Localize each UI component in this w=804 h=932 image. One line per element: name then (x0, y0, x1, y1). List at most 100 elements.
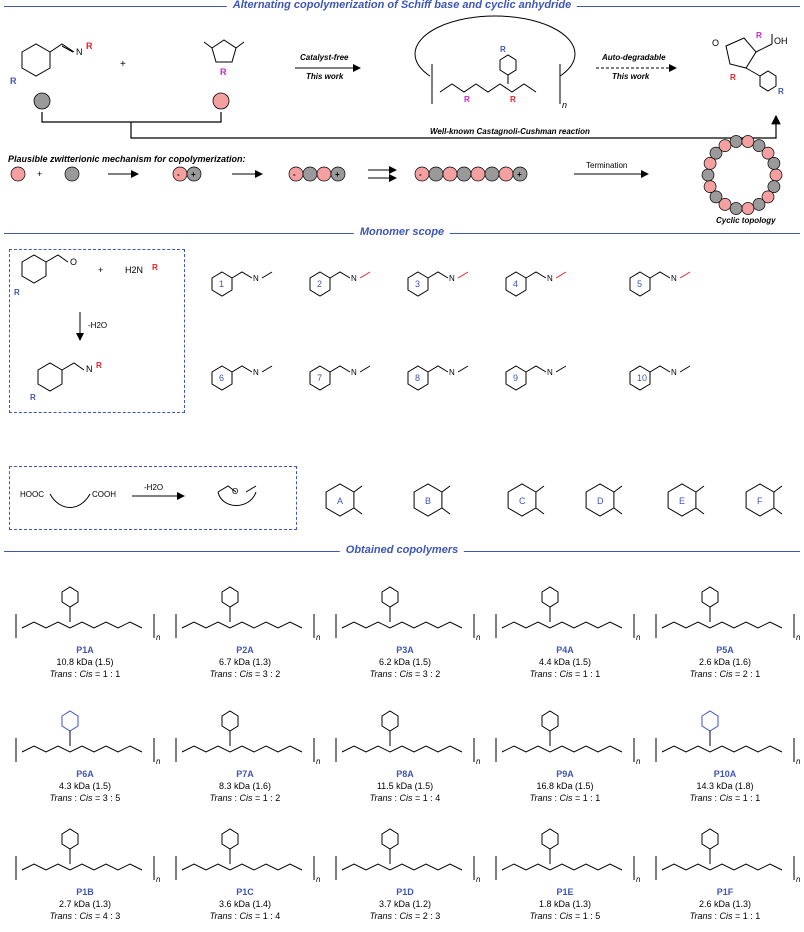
ring-bead (718, 198, 732, 211)
imine-1: 1N (211, 271, 273, 297)
lactam-oh: OH (774, 36, 788, 46)
svg-text:-: - (293, 170, 296, 179)
mech-anhydride (10, 166, 26, 182)
zwitterion-1b (186, 166, 202, 182)
repeat-n: n (316, 757, 320, 766)
ring-bead (709, 146, 723, 160)
amine-label: H2N (125, 265, 143, 275)
copolymer-structure: n (495, 828, 641, 884)
imine-8: 8N (407, 365, 469, 391)
copolymer-P2A: nP2A6.7 kDa (1.3)Trans : Cis = 3 : 2 (170, 580, 321, 679)
charge-labels: - + - + - + (177, 170, 522, 179)
copolymer-name: P5A (716, 645, 734, 655)
repeat-n: n (636, 633, 640, 642)
ring-bead (767, 180, 781, 193)
imine-2: 2N (309, 271, 371, 297)
imine-n-atom: N (351, 368, 357, 377)
reaction-scheme: N R R + R Catalyst-free This work n R R … (8, 15, 788, 517)
copolymer-name: P1C (236, 887, 254, 897)
ring-bead (729, 135, 743, 148)
atom-n: N (76, 47, 83, 57)
copolymer-P10A: nP10A14.3 kDa (1.8)Trans : Cis = 1 : 1 (650, 704, 801, 803)
copolymer-P1E: nP1E 1.8 kDa (1.3) Trans : Cis = 1 : 5 (490, 822, 641, 921)
trans-cis-ratio: Trans : Cis = 1 : 1 (529, 669, 601, 679)
anhydride-E: E (667, 483, 705, 517)
generic-anhydride (217, 485, 257, 506)
ring-bead (701, 168, 715, 182)
copolymer-name: P1B (76, 887, 94, 897)
copolymer-caption: P1C 3.6 kDa (1.4) Trans : Cis = 1 : 4 (170, 886, 320, 922)
molecular-weight: 1.8 kDa (1.3) (538, 899, 592, 909)
zwitterion-chain-long (414, 166, 528, 182)
trans-cis-ratio: Trans : Cis = 3 : 5 (49, 793, 121, 803)
imine-number: 8 (415, 373, 420, 383)
cyclic-topology-label: Cyclic topology (716, 216, 776, 225)
svg-text:+: + (517, 170, 522, 179)
ring-bead (741, 202, 755, 215)
ring-bead (761, 146, 775, 160)
imine-number: 1 (219, 279, 224, 289)
molecular-weight: 8.3 kDa (1.6) (218, 781, 272, 791)
anhydride-letter: C (519, 496, 526, 506)
copolymer-caption: P1E 1.8 kDa (1.3) Trans : Cis = 1 : 5 (490, 886, 640, 922)
copolymer-name: P1E (556, 887, 574, 897)
repeat-n: n (476, 757, 480, 766)
copolymer-P5A: nP5A2.6 kDa (1.6)Trans : Cis = 2 : 1 (650, 580, 801, 679)
molecular-weight: 2.6 kDa (1.6) (698, 657, 752, 667)
imine-synthesis-box (9, 249, 185, 413)
copolymer-structure: n (175, 710, 321, 766)
anhydride-B: B (413, 483, 451, 517)
imine-number: 6 (219, 373, 224, 383)
ring-bead (703, 180, 717, 193)
polymer-r2: R (510, 95, 516, 104)
r1-label: R (10, 76, 17, 86)
copolymer-name: P7A (236, 769, 254, 779)
anhydride-circle (212, 92, 230, 110)
imine-n-atom: N (449, 274, 455, 283)
imine-10: 10N (629, 365, 691, 391)
anhydride-letter: B (425, 496, 431, 506)
repeat-n: n (316, 633, 320, 642)
zwitterion-chain-2 (288, 166, 346, 182)
copolymer-structure: n (335, 710, 481, 766)
repeat-n: n (476, 875, 480, 884)
imine-n-atom: N (253, 368, 259, 377)
schiff-base-structure (21, 43, 75, 77)
molecular-weight: 11.5 kDa (1.5) (376, 781, 434, 791)
trans-cis-ratio: Trans : Cis = 1 : 4 (369, 793, 441, 803)
imine-r1: R (30, 393, 36, 402)
molecular-weight: 3.6 kDa (1.4) (218, 899, 272, 909)
repeat-n: n (796, 875, 800, 884)
diacid-hooc: HOOC (20, 490, 44, 499)
copolymer-name: P8A (396, 769, 414, 779)
repeat-n: n (476, 633, 480, 642)
trans-cis-ratio: Trans : Cis = 1 : 4 (209, 911, 281, 921)
trans-cis-ratio: Trans : Cis = 1 : 5 (529, 911, 601, 921)
molecular-weight: 2.6 kDa (1.3) (698, 899, 752, 909)
lactam-o: O (712, 38, 719, 48)
imine-n-atom: N (351, 274, 357, 283)
ring-bead (741, 135, 755, 148)
copolymer-name: P4A (556, 645, 574, 655)
imine-7: 7N (309, 365, 371, 391)
copolymer-P1F: nP1F2.6 kDa (1.3)Trans : Cis = 1 : 1 (650, 822, 801, 921)
water-loss-1: -H2O (88, 321, 107, 330)
copolymer-name: P1D (396, 887, 414, 897)
trans-cis-ratio: Trans : Cis = 1 : 1 (529, 793, 601, 803)
copolymer-name: P6A (76, 769, 94, 779)
anhydride-letter: F (757, 496, 763, 506)
molecular-weight: 10.8 kDa (1.5) (56, 657, 114, 667)
svg-text:+: + (335, 170, 340, 179)
anhydride-F: F (745, 483, 783, 517)
copolymer-P1D: nP1D3.7 kDa (1.2)Trans : Cis = 2 : 3 (330, 822, 481, 921)
copolymer-structure: n (15, 710, 161, 766)
